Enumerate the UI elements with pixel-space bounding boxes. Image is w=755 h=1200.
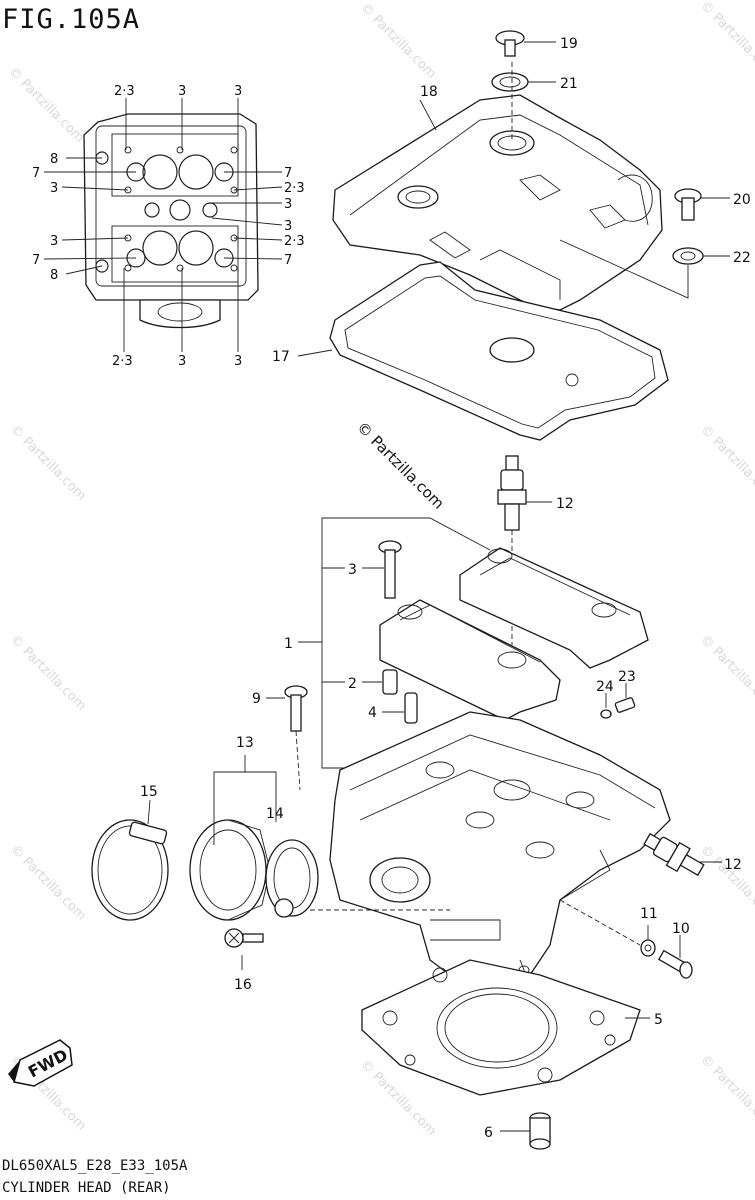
watermark-text: © Partzilla.com bbox=[697, 1052, 755, 1134]
inset-label: 3 bbox=[284, 197, 292, 212]
inset-label: 3 bbox=[178, 84, 186, 99]
inset-label: 3 bbox=[234, 354, 242, 369]
inset-label: 7 bbox=[32, 253, 40, 268]
intake-pipe: 15 13 14 bbox=[91, 735, 450, 921]
callout-1: 1 bbox=[284, 636, 293, 652]
inset-label: 7 bbox=[32, 166, 40, 181]
inset-label: 3 bbox=[284, 219, 292, 234]
assembly-bracket-1: 1 bbox=[284, 517, 491, 769]
watermark-text: © Partzilla.com bbox=[697, 632, 755, 714]
watermark-text: © Partzilla.com bbox=[697, 0, 755, 80]
partzilla-watermark: © Partzilla.com bbox=[353, 418, 448, 513]
callout-13: 13 bbox=[236, 735, 254, 751]
fwd-arrow-icon: FWD bbox=[8, 1039, 73, 1087]
watermark-text: © Partzilla.com bbox=[697, 422, 755, 504]
watermark-text: © Partzilla.com bbox=[5, 64, 87, 146]
callout-23: 23 bbox=[618, 669, 636, 685]
watermark-text: © Partzilla.com bbox=[7, 422, 89, 504]
callout-2: 2 bbox=[348, 676, 357, 692]
cylinder-head-cover: 18 bbox=[332, 84, 663, 311]
dowel-6: 6 bbox=[484, 1112, 551, 1150]
callout-17: 18 bbox=[420, 84, 438, 100]
pin-4: 4 bbox=[368, 692, 418, 724]
watermark-text: © Partzilla.com bbox=[7, 632, 89, 714]
cover-bolt-20: 20 bbox=[674, 188, 751, 221]
callout-19: 19 bbox=[560, 36, 578, 52]
inset-label: 3 bbox=[50, 181, 58, 196]
figure-title: FIG.105A bbox=[2, 4, 141, 35]
inset-label: 3 bbox=[50, 234, 58, 249]
callout-3: 3 bbox=[348, 562, 357, 578]
watermark-text: © Partzilla.com bbox=[7, 842, 89, 924]
bolt-9: 9 bbox=[252, 685, 308, 791]
callout-14: 14 bbox=[266, 806, 284, 822]
figure-caption: CYLINDER HEAD (REAR) bbox=[2, 1180, 171, 1196]
cylinder-head bbox=[329, 711, 671, 991]
callout-11: 11 bbox=[640, 906, 658, 922]
assembly-line bbox=[559, 239, 689, 299]
inset-label: 8 bbox=[50, 268, 58, 283]
inset-label: 7 bbox=[284, 166, 292, 181]
dowel-pin-2: 2 bbox=[348, 669, 398, 695]
callout-12-right: 12 bbox=[724, 857, 742, 873]
head-gasket: 5 bbox=[361, 959, 663, 1096]
watermark-text: © Partzilla.com bbox=[697, 842, 755, 924]
callout-12-upper: 12 bbox=[556, 496, 574, 512]
callout-16: 15 bbox=[140, 784, 158, 800]
callout-20: 20 bbox=[733, 192, 751, 208]
inset-label: 2·3 bbox=[114, 84, 135, 99]
plug-23: 23 bbox=[614, 669, 636, 713]
washer-24: 24 bbox=[596, 679, 614, 719]
inset-label: 3 bbox=[234, 84, 242, 99]
spark-plug-upper: 12 bbox=[497, 455, 574, 531]
callout-4: 4 bbox=[368, 705, 377, 721]
screw-15: 16 bbox=[224, 928, 264, 993]
inset-label: 2·3 bbox=[284, 181, 305, 196]
cover-seal-21: 21 bbox=[491, 72, 578, 92]
inset-label: 2·3 bbox=[112, 354, 133, 369]
watermark-text: © Partzilla.com bbox=[357, 0, 439, 82]
cylinder-head-top-view-inset: 2·3 3 3 8 7 3 3 7 8 7 2·3 3 3 2·3 7 2·3 … bbox=[32, 84, 305, 369]
callout-5: 5 bbox=[654, 1012, 663, 1028]
callout-10: 10 bbox=[672, 921, 690, 937]
bolt-10: 10 bbox=[559, 899, 693, 979]
callout-6: 6 bbox=[484, 1125, 493, 1141]
washer-11: 11 bbox=[640, 906, 658, 957]
inset-label: 2·3 bbox=[284, 234, 305, 249]
spark-plug-right: 12 bbox=[643, 832, 742, 877]
callout-15: 16 bbox=[234, 977, 252, 993]
callout-24: 24 bbox=[596, 679, 614, 695]
inset-label: 8 bbox=[50, 152, 58, 167]
cover-bolt-19: 19 bbox=[495, 30, 578, 57]
head-cover-gasket: 17 bbox=[272, 261, 669, 441]
grommet-22: 22 bbox=[672, 247, 751, 266]
callout-22: 22 bbox=[733, 250, 751, 266]
cam-holder-bolt-3: 3 bbox=[348, 540, 402, 599]
callout-9: 9 bbox=[252, 691, 261, 707]
camshaft-holder bbox=[379, 547, 649, 721]
inset-label: 3 bbox=[178, 354, 186, 369]
figure-code: DL650XAL5_E28_E33_105A bbox=[2, 1158, 188, 1174]
callout-18: 17 bbox=[272, 349, 290, 365]
callout-21: 21 bbox=[560, 76, 578, 92]
inset-label: 7 bbox=[284, 253, 292, 268]
